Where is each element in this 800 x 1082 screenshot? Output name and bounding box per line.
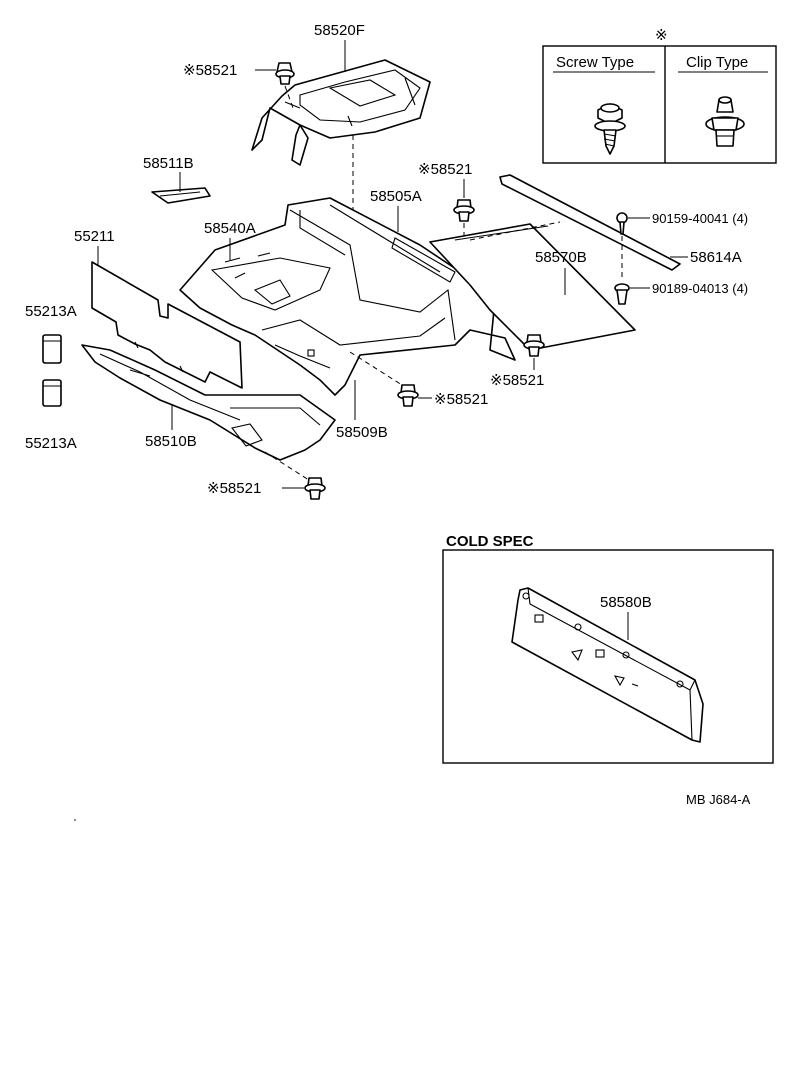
bolt-90159: 90159-40041 (4) bbox=[616, 211, 748, 280]
clip-58521-center: ※58521 bbox=[349, 351, 488, 408]
part-58614A: 58614A bbox=[499, 174, 742, 271]
part-58510B: 58510B bbox=[81, 344, 336, 483]
part-55211: 55211 bbox=[74, 228, 243, 389]
screw-fastener-icon bbox=[594, 103, 626, 155]
part-55213A-lower: 55213A bbox=[25, 379, 77, 452]
part-58511B: 58511B bbox=[143, 155, 211, 204]
label-58580B: 58580B bbox=[600, 594, 652, 611]
label-55213A-upper: 55213A bbox=[25, 303, 77, 320]
fastener-legend: ※ Screw Type Clip Type bbox=[542, 27, 777, 164]
clip-90189: 90189-04013 (4) bbox=[614, 281, 748, 305]
label-58521-top: ※58521 bbox=[183, 62, 237, 79]
clip-58521-right: ※58521 bbox=[490, 334, 545, 389]
speck bbox=[74, 819, 76, 821]
screw-type-label: Screw Type bbox=[556, 54, 634, 71]
cold-spec-frame bbox=[442, 549, 774, 764]
clip-58521-bottom: ※58521 bbox=[207, 477, 326, 500]
label-58510B: 58510B bbox=[145, 433, 197, 450]
label-58521-mid: ※58521 bbox=[418, 161, 472, 178]
label-58521-bottom: ※58521 bbox=[207, 480, 261, 497]
clip-fastener-icon bbox=[705, 96, 745, 147]
label-58521-right: ※58521 bbox=[490, 372, 544, 389]
clip-type-label: Clip Type bbox=[686, 54, 748, 71]
label-90189: 90189-04013 (4) bbox=[652, 281, 748, 296]
part-58580B bbox=[511, 587, 704, 743]
part-floor-assembly: 58505A 58540A 58509B bbox=[179, 188, 516, 441]
cold-spec-inset: COLD SPEC 58580B bbox=[442, 533, 774, 764]
label-55211: 55211 bbox=[74, 228, 115, 245]
label-58614A: 58614A bbox=[690, 249, 742, 266]
label-55213A-lower: 55213A bbox=[25, 435, 77, 452]
clip-58521-mid: ※58521 bbox=[418, 161, 475, 240]
label-58570B: 58570B bbox=[535, 249, 587, 266]
diagram-code: MB J684-A bbox=[686, 792, 751, 807]
label-58540A: 58540A bbox=[204, 220, 256, 237]
clip-58521-top: ※58521 bbox=[183, 62, 295, 109]
cold-spec-title: COLD SPEC bbox=[446, 533, 534, 550]
label-58511B: 58511B bbox=[143, 155, 194, 172]
legend-mark: ※ bbox=[655, 27, 668, 44]
label-90159: 90159-40041 (4) bbox=[652, 211, 748, 226]
label-58509B: 58509B bbox=[336, 424, 388, 441]
label-58505A: 58505A bbox=[370, 188, 422, 205]
legend-frame bbox=[542, 45, 777, 164]
label-58521-center: ※58521 bbox=[434, 391, 488, 408]
part-55213A-upper: 55213A bbox=[25, 303, 77, 364]
label-58520F: 58520F bbox=[314, 22, 365, 39]
